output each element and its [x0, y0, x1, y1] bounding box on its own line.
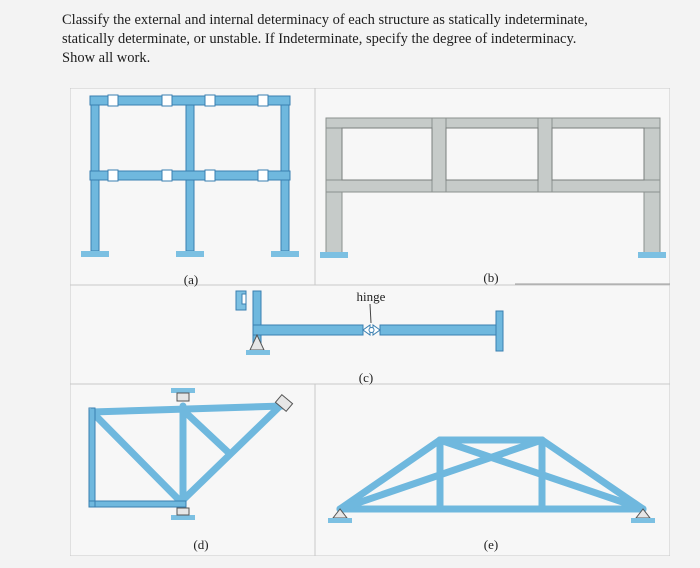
structure-e-supports [328, 508, 655, 523]
label-a: (a) [184, 272, 198, 287]
structures-figure: (a) (b) hinge (c) [70, 88, 670, 556]
question-line-2: statically determinate, or unstable. If … [62, 31, 577, 47]
question-line-1: Classify the external and internal deter… [62, 12, 588, 28]
structure-b [325, 117, 661, 254]
question-line-3: Show all work. [62, 50, 151, 66]
label-c: (c) [359, 370, 373, 385]
structure-c-pin-support [235, 290, 270, 355]
label-d: (d) [193, 537, 208, 552]
structure-b-openings [341, 127, 645, 181]
structure-d [88, 402, 287, 512]
hinge-pointer [369, 303, 372, 324]
structure-d-supports [171, 388, 294, 520]
label-e: (e) [484, 537, 498, 552]
structure-a-hinges [107, 94, 269, 182]
question-text: Classify the external and internal deter… [62, 11, 682, 68]
hinge-label: hinge [357, 289, 386, 304]
structure-e [336, 436, 647, 513]
hinge-icon [362, 324, 381, 336]
structure-b-supports [320, 252, 666, 258]
structure-d-edges [88, 407, 187, 508]
label-b: (b) [483, 270, 498, 285]
structure-a-supports [81, 251, 299, 257]
